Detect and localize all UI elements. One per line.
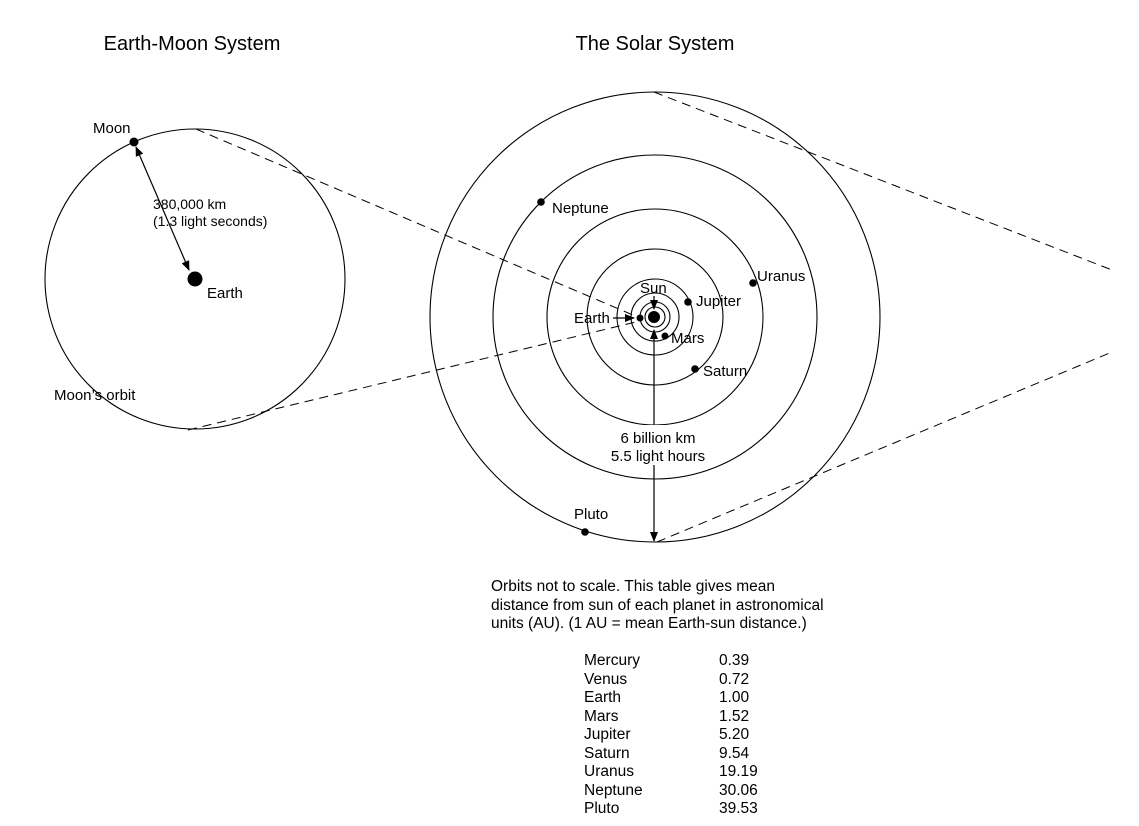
distance-label-background <box>600 425 718 465</box>
planet-name: Neptune <box>584 781 643 799</box>
planet-au: 0.39 <box>719 652 750 669</box>
planet-name: Saturn <box>584 744 630 762</box>
table-row: Neptune 30.06 <box>584 782 758 801</box>
moon-orbit-label: Moon’s orbit <box>54 387 136 404</box>
earth-dot-large <box>187 271 203 287</box>
planet-au: 0.72 <box>719 670 750 688</box>
mars-label: Mars <box>671 330 704 347</box>
moon-label: Moon <box>93 120 131 137</box>
jupiter-label: Jupiter <box>696 293 741 310</box>
zoom-line-left-bottom <box>187 320 641 431</box>
sun-dot <box>648 311 660 323</box>
caption-line: units (AU). (1 AU = mean Earth-sun dista… <box>491 615 807 632</box>
moon-dot <box>129 137 139 147</box>
pluto-label: Pluto <box>574 506 608 523</box>
planet-name: Earth <box>584 689 622 706</box>
caption-line: Orbits not to scale. This table gives me… <box>491 578 776 595</box>
neptune-label: Neptune <box>552 200 609 217</box>
planet-name: Jupiter <box>584 726 631 743</box>
table-row: Earth 1.00 <box>584 689 758 708</box>
caption-text: Orbits not to scale. This table gives me… <box>491 578 891 634</box>
table-row: Mercury 0.39 <box>584 652 758 671</box>
table-row: Saturn 9.54 <box>584 745 758 764</box>
planet-name: Mars <box>584 707 619 725</box>
earth-moon-distance-km: 380,000 km <box>153 196 226 212</box>
zoom-line-left-top <box>195 128 641 319</box>
uranus-dot <box>749 279 757 287</box>
planet-au: 19.19 <box>719 763 758 780</box>
table-row: Mars 1.52 <box>584 708 758 727</box>
caption-line: distance from sun of each planet in astr… <box>491 596 824 614</box>
planet-au: 1.52 <box>719 707 750 725</box>
earth-moon-title: Earth-Moon System <box>104 33 281 55</box>
planet-name: Venus <box>584 670 628 688</box>
earth-moon-distance-light: (1.3 light seconds) <box>153 213 267 229</box>
planet-au: 9.54 <box>719 744 750 762</box>
mars-dot <box>661 332 669 340</box>
earth-label-left: Earth <box>207 285 243 302</box>
planet-au: 5.20 <box>719 726 750 743</box>
earth-moon-distance-arrow <box>135 146 190 271</box>
zoom-line-right-bottom <box>656 351 1113 543</box>
planet-au: 1.00 <box>719 689 750 706</box>
jupiter-dot <box>684 298 692 306</box>
planet-distance-table: Mercury 0.39 Venus 0.72 Earth 1.00 Mars … <box>584 652 758 819</box>
moon-orbit <box>44 128 346 430</box>
saturn-dot <box>691 365 699 373</box>
planet-au: 39.53 <box>719 800 758 817</box>
planet-name: Mercury <box>584 652 640 669</box>
table-row: Uranus 19.19 <box>584 763 758 782</box>
table-row: Venus 0.72 <box>584 671 758 690</box>
zoom-line-right-top <box>653 91 1113 271</box>
pluto-dot <box>581 528 589 536</box>
planet-name: Pluto <box>584 800 620 817</box>
earth-label: Earth <box>574 310 610 327</box>
solar-distance-km: 6 billion km <box>620 430 695 447</box>
sun-label: Sun <box>640 280 667 297</box>
solar-system-title: The Solar System <box>576 33 735 55</box>
uranus-label: Uranus <box>757 268 805 285</box>
earth-dot <box>636 314 644 322</box>
planet-name: Uranus <box>584 763 634 780</box>
table-row: Jupiter 5.20 <box>584 726 758 745</box>
saturn-label: Saturn <box>703 363 747 380</box>
solar-distance-light: 5.5 light hours <box>611 448 705 465</box>
table-row: Pluto 39.53 <box>584 800 758 819</box>
planet-au: 30.06 <box>719 781 758 799</box>
neptune-dot <box>537 198 545 206</box>
